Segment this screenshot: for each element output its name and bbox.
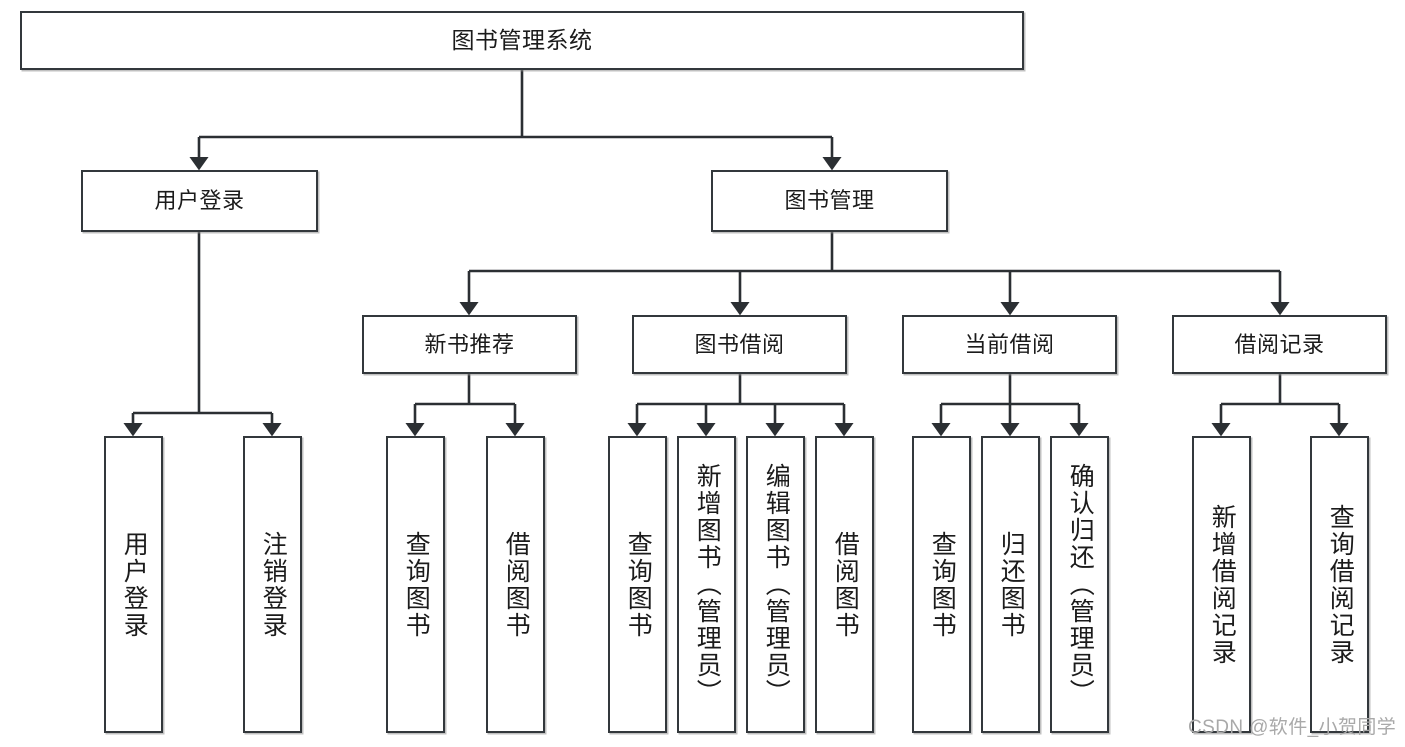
node-label: 当前借阅 (964, 331, 1055, 357)
node-leaf-query-book-current[interactable]: 查询图书 (912, 436, 971, 733)
node-leaf-return-book[interactable]: 归还图书 (981, 436, 1040, 733)
node-label: 新增借阅记录 (1208, 503, 1237, 666)
node-label: 图书管理 (784, 188, 875, 214)
node-leaf-user-logout[interactable]: 注销登录 (243, 436, 302, 733)
node-label: 借阅图书 (831, 530, 860, 639)
node-book-borrowing[interactable]: 图书借阅 (632, 315, 847, 374)
node-leaf-confirm-return-admin[interactable]: 确认归还（管理员） (1050, 436, 1109, 733)
node-user-login[interactable]: 用户登录 (81, 170, 318, 232)
node-label: 查询借阅记录 (1326, 503, 1355, 666)
node-root-book-management-system[interactable]: 图书管理系统 (20, 11, 1024, 70)
node-leaf-query-book-new[interactable]: 查询图书 (386, 436, 445, 733)
node-label: 查询图书 (624, 530, 653, 639)
node-label: 查询图书 (402, 530, 431, 639)
node-borrowing-record[interactable]: 借阅记录 (1172, 315, 1387, 374)
node-label: 用户登录 (120, 530, 149, 639)
node-leaf-add-borrow-record[interactable]: 新增借阅记录 (1192, 436, 1251, 733)
node-book-management[interactable]: 图书管理 (711, 170, 948, 232)
node-current-borrowing[interactable]: 当前借阅 (902, 315, 1117, 374)
node-label: 确认归还（管理员） (1066, 463, 1095, 706)
node-label: 借阅记录 (1234, 331, 1325, 357)
node-label: 编辑图书（管理员） (762, 463, 791, 706)
node-leaf-add-book-admin[interactable]: 新增图书（管理员） (677, 436, 736, 733)
node-leaf-query-borrow-record[interactable]: 查询借阅记录 (1310, 436, 1369, 733)
node-label: 用户登录 (154, 188, 245, 214)
node-leaf-query-book-borrow[interactable]: 查询图书 (608, 436, 667, 733)
node-label: 借阅图书 (502, 530, 531, 639)
node-new-book-recommendation[interactable]: 新书推荐 (362, 315, 577, 374)
node-label: 新增图书（管理员） (693, 463, 722, 706)
node-leaf-borrow-book[interactable]: 借阅图书 (815, 436, 874, 733)
node-leaf-borrow-book-new[interactable]: 借阅图书 (486, 436, 545, 733)
node-label: 归还图书 (997, 530, 1026, 639)
csdn-watermark: CSDN @软件_小贺同学 (1188, 717, 1397, 738)
node-label: 注销登录 (259, 530, 288, 639)
node-leaf-user-login[interactable]: 用户登录 (104, 436, 163, 733)
node-label: 新书推荐 (424, 331, 515, 357)
node-label: 图书管理系统 (451, 26, 593, 53)
node-label: 图书借阅 (694, 331, 785, 357)
node-label: 查询图书 (928, 530, 957, 639)
node-leaf-edit-book-admin[interactable]: 编辑图书（管理员） (746, 436, 805, 733)
